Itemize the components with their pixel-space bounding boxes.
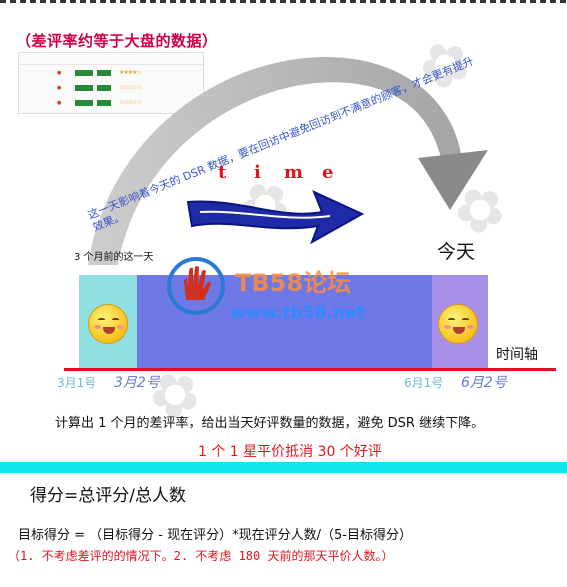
timeline-bar: [79, 275, 488, 370]
start-date-next: 3月2号: [114, 375, 160, 391]
end-date-next: 6月2号: [461, 375, 507, 391]
time-axis-line: [64, 368, 556, 371]
curved-arrow-head: [418, 150, 488, 210]
score-formula: 得分=总评分/总人数: [30, 486, 186, 506]
time-letter: m: [284, 162, 304, 183]
start-date: 3月1号: [57, 376, 97, 390]
offset-rule-text: 1 个 1 星平价抵消 30 个好评: [198, 444, 382, 460]
time-letter: i: [254, 162, 261, 183]
dsr-screenshot-thumbnail: ●★★★★☆ ●☆☆☆☆☆ ●☆☆☆☆☆: [18, 52, 204, 114]
formula-note: （1. 不考虑差评的的情况下。2. 不考虑 180 天前的那天平价人数。）: [8, 549, 394, 563]
target-score-formula: 目标得分 = （目标得分 - 现在评分）*现在评分人数/（5-目标得分）: [18, 528, 412, 543]
page-title: （差评率约等于大盘的数据）: [16, 32, 218, 50]
watermark-brand: TB58论坛: [235, 269, 352, 297]
description-text: 计算出 1 个月的差评率，给出当天好评数量的数据，避免 DSR 继续下降。: [55, 416, 485, 431]
section-divider: [0, 462, 567, 473]
end-date: 6月1号: [404, 376, 444, 390]
time-axis-label: 时间轴: [496, 347, 538, 363]
top-dashed-rule: [0, 0, 567, 3]
time-letter: t: [218, 162, 227, 183]
thumbnail-row: ●★★★★☆: [57, 69, 142, 76]
smiley-face-icon: [88, 304, 128, 344]
curved-arrow-body: [88, 56, 462, 265]
smiley-face-icon: [438, 304, 478, 344]
hand-logo-icon: [167, 257, 225, 315]
thumbnail-header: [19, 53, 203, 65]
start-caption: 3 个月前的这一天: [74, 252, 154, 263]
time-letter: e: [322, 162, 334, 183]
thumbnail-row: ●☆☆☆☆☆: [57, 84, 142, 91]
end-caption: 今天: [437, 241, 476, 263]
thumbnail-row: ●☆☆☆☆☆: [57, 99, 142, 106]
watermark-url: www.tb58.net: [230, 303, 365, 323]
